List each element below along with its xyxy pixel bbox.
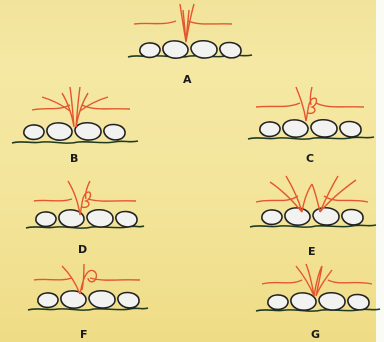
gum-line <box>12 141 138 143</box>
panel-g: G <box>256 264 380 341</box>
teeth-group <box>38 291 139 308</box>
panel-label-a: A <box>183 73 192 86</box>
panel-c: C <box>248 87 374 165</box>
panel-e: E <box>250 176 376 258</box>
frenum <box>270 176 356 212</box>
panel-label-b: B <box>70 152 78 165</box>
panel-b: B <box>12 87 138 165</box>
panel-label-g: G <box>311 328 320 341</box>
panel-label-c: C <box>306 152 314 165</box>
teeth-group <box>260 120 361 137</box>
panel-label-e: E <box>308 245 316 258</box>
teeth-group <box>36 210 137 227</box>
panel-f: F <box>28 264 148 341</box>
teeth-group <box>268 293 369 310</box>
frenum <box>180 4 194 42</box>
teeth-group <box>262 208 363 225</box>
gum-line <box>250 225 376 227</box>
panel-a: A <box>128 4 252 86</box>
panel-label-f: F <box>80 328 88 341</box>
frenum <box>42 87 108 127</box>
gum-line <box>248 137 374 139</box>
panel-d: D <box>26 181 144 256</box>
panel-label-d: D <box>78 243 87 256</box>
